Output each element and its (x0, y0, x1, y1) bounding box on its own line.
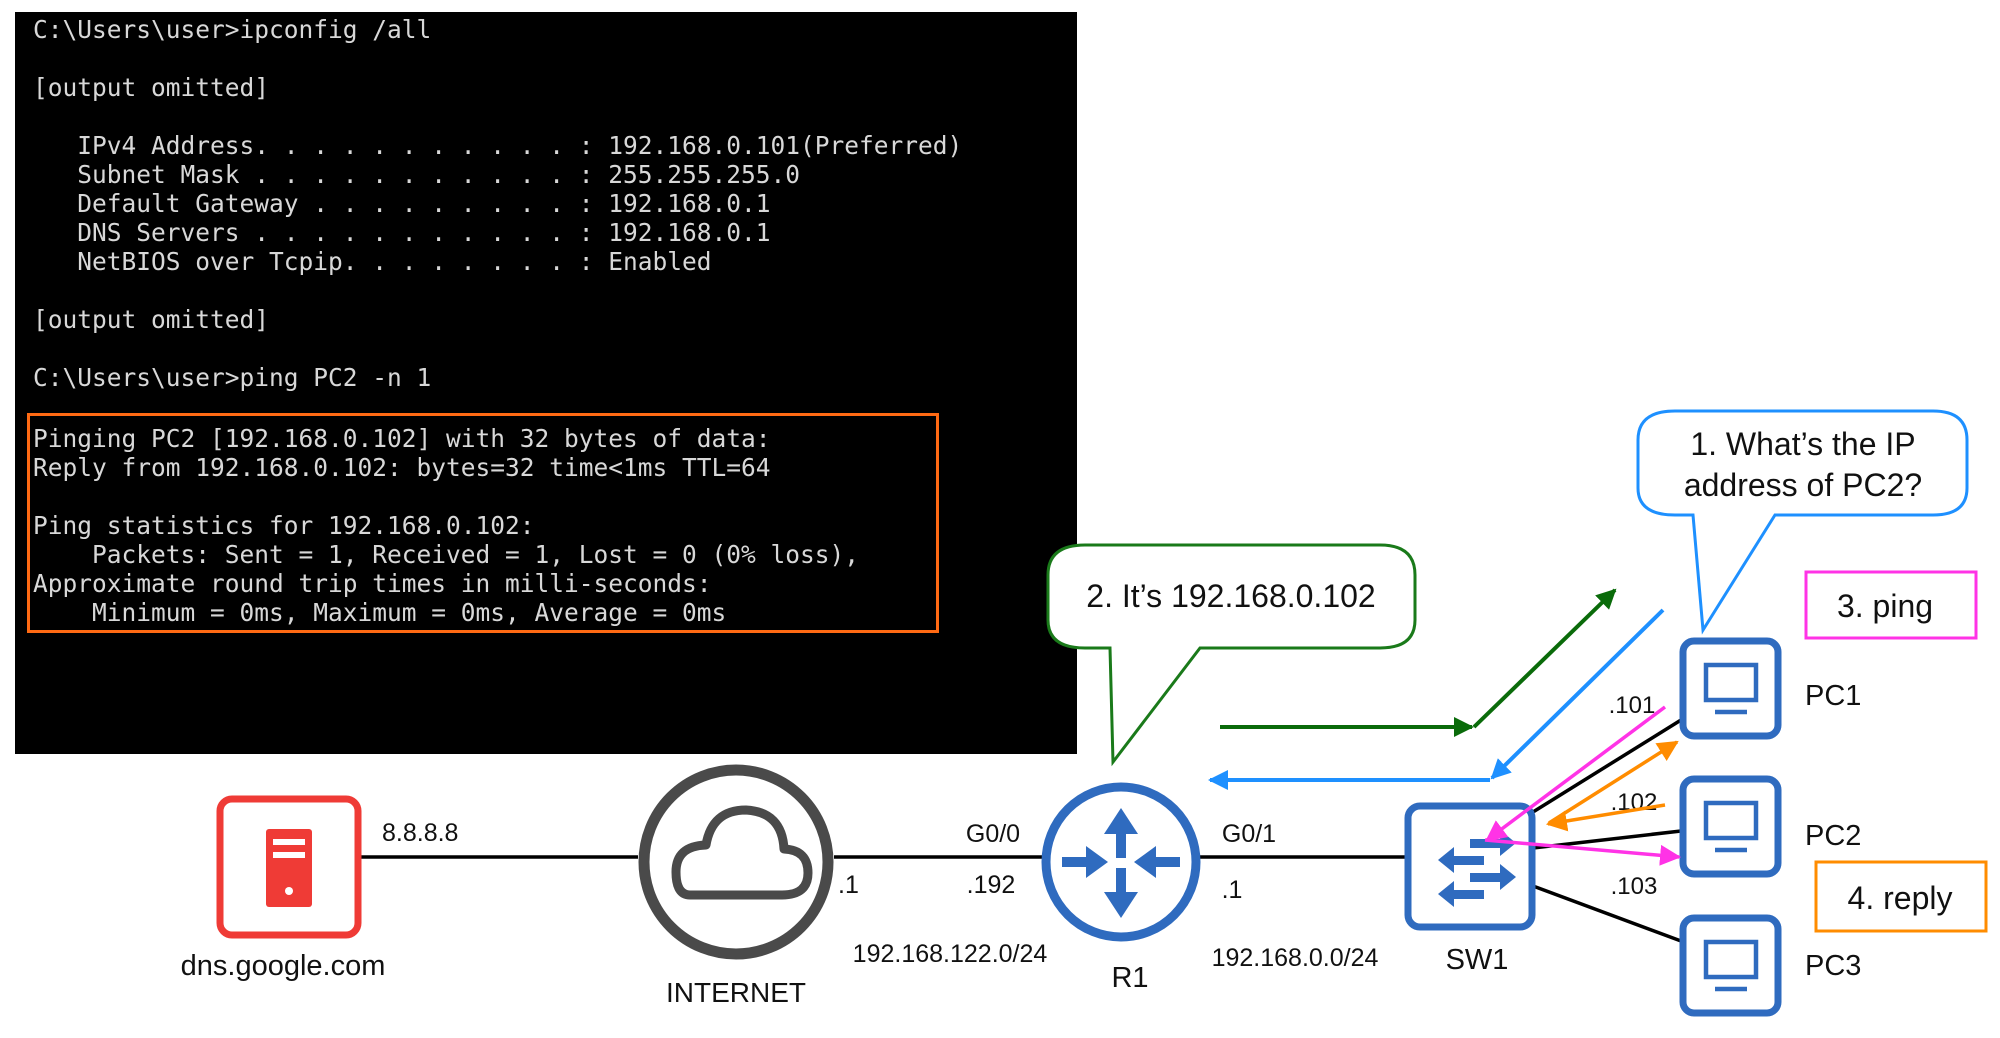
callout-dns-query-line2: address of PC2? (1684, 467, 1922, 503)
router-icon (1062, 808, 1180, 918)
internet-ip-label: .1 (838, 871, 859, 899)
sw1-label: SW1 (1446, 944, 1509, 976)
terminal-line: [output omitted] (33, 73, 270, 102)
terminal-line: Ping statistics for 192.168.0.102: (33, 511, 535, 540)
terminal-line: Subnet Mask . . . . . . . . . . . : 255.… (33, 160, 801, 189)
terminal-line: Reply from 192.168.0.102: bytes=32 time<… (33, 453, 771, 482)
pc1-label: PC1 (1805, 680, 1861, 712)
terminal-line: Approximate round trip times in milli-se… (33, 569, 712, 598)
callout-dns-answer-text: 2. It’s 192.168.0.102 (1086, 578, 1375, 614)
callout-dns-query: 1. What’s the IP address of PC2? (1636, 409, 1969, 635)
r1-label: R1 (1111, 962, 1148, 994)
pc1-ip-label: .101 (1609, 692, 1656, 719)
terminal-line: IPv4 Address. . . . . . . . . . . : 192.… (33, 131, 963, 160)
terminal-line: Minimum = 0ms, Maximum = 0ms, Average = … (33, 598, 727, 627)
step-ping-box: 3. ping (1804, 570, 1978, 640)
internet-label: INTERNET (666, 977, 806, 1008)
switch-sw1[interactable] (1404, 802, 1536, 931)
command-prompt-window: C:\Users\user>ipconfig /all [output omitt… (15, 12, 1077, 754)
r1-g00-ip-label: .192 (967, 871, 1016, 899)
r1-g01-label: G0/1 (1222, 820, 1276, 848)
link-sw1-pc1 (1532, 718, 1682, 814)
callout-dns-query-line1: 1. What’s the IP (1690, 426, 1915, 462)
pc2[interactable] (1679, 775, 1782, 878)
step-ping-label: 3. ping (1837, 588, 1933, 624)
link-sw1-pc3 (1532, 884, 1682, 943)
r1-g00-label: G0/0 (966, 820, 1020, 848)
reply-arrow-out (1548, 740, 1679, 825)
terminal-line: Default Gateway . . . . . . . . . : 192.… (33, 189, 771, 218)
terminal-line: Packets: Sent = 1, Received = 1, Lost = … (33, 540, 860, 569)
dns-query-arrow-down (1490, 608, 1665, 780)
step-reply-box: 4. reply (1814, 860, 1988, 933)
terminal-line: [output omitted] (33, 305, 270, 334)
terminal-line: C:\Users\user>ping PC2 -n 1 (33, 363, 432, 392)
pc3-label: PC3 (1805, 950, 1861, 982)
ping-output-highlight (27, 413, 939, 633)
r1-g01-ip-label: .1 (1222, 876, 1243, 904)
terminal-line: Pinging PC2 [192.168.0.102] with 32 byte… (33, 424, 771, 453)
server-hostname-label: dns.google.com (181, 950, 386, 982)
pc3[interactable] (1679, 914, 1782, 1017)
cloud-icon (671, 805, 813, 900)
monitor-icon (1703, 939, 1759, 992)
pc2-label: PC2 (1805, 820, 1861, 852)
step-reply-label: 4. reply (1848, 880, 1953, 916)
reply-arrow-in (1545, 803, 1666, 832)
pc1[interactable] (1679, 637, 1782, 740)
ping-arrow-out (1484, 838, 1682, 866)
terminal-line: NetBIOS over Tcpip. . . . . . . . : Enab… (33, 247, 712, 276)
terminal-line: DNS Servers . . . . . . . . . . . : 192.… (33, 218, 771, 247)
server-icon (266, 829, 312, 907)
monitor-icon (1703, 800, 1759, 853)
router-r1[interactable] (1041, 782, 1201, 942)
lan-network-label: 192.168.0.0/24 (1212, 944, 1379, 972)
terminal-line: C:\Users\user>ipconfig /all (33, 15, 432, 44)
dns-server[interactable] (216, 795, 362, 939)
pc3-ip-label: .103 (1611, 873, 1658, 900)
dns-reply-arrow-up (1472, 588, 1617, 729)
ping-arrow-in (1485, 705, 1667, 842)
wan-network-label: 192.168.122.0/24 (853, 940, 1048, 968)
monitor-icon (1703, 662, 1759, 715)
server-ip-label: 8.8.8.8 (382, 819, 458, 847)
internet-cloud[interactable] (638, 764, 834, 960)
callout-dns-answer: 2. It’s 192.168.0.102 (1046, 543, 1417, 767)
